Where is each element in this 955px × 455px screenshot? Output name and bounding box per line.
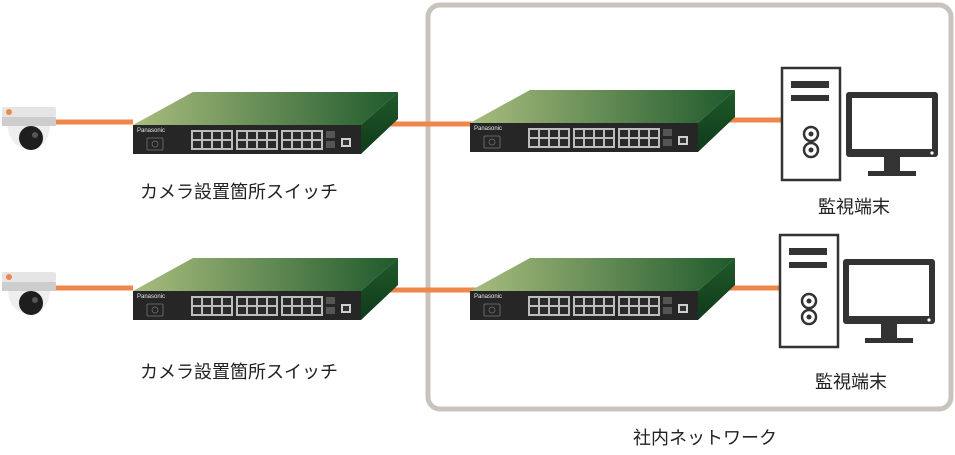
monitor-terminal-label-2: 監視端末 — [815, 372, 887, 393]
switch-brand: Panasonic — [474, 294, 502, 300]
internal-network-label: 社内ネットワーク — [633, 428, 777, 449]
switch-brand: Panasonic — [137, 128, 165, 134]
security-camera-icon — [2, 272, 56, 315]
network-switch-1: Panasonic — [469, 89, 736, 153]
monitor-terminal-label-1: 監視端末 — [818, 197, 890, 218]
pc-tower-icon — [778, 233, 840, 349]
camera-switch-label-2: カメラ設置箇所スイッチ — [140, 362, 338, 383]
camera-site-switch-2: Panasonic — [132, 257, 399, 321]
camera-switch-label-1: カメラ設置箇所スイッチ — [140, 182, 338, 203]
monitor-icon — [843, 259, 935, 343]
network-switch-2: Panasonic — [469, 257, 736, 321]
switch-brand: Panasonic — [474, 126, 502, 132]
monitor-icon — [846, 92, 938, 176]
camera-site-switch-1: Panasonic — [132, 91, 399, 155]
internal-network-boundary — [425, 2, 954, 412]
pc-tower-icon — [780, 66, 842, 182]
security-camera-icon — [2, 107, 56, 150]
switch-brand: Panasonic — [137, 294, 165, 300]
